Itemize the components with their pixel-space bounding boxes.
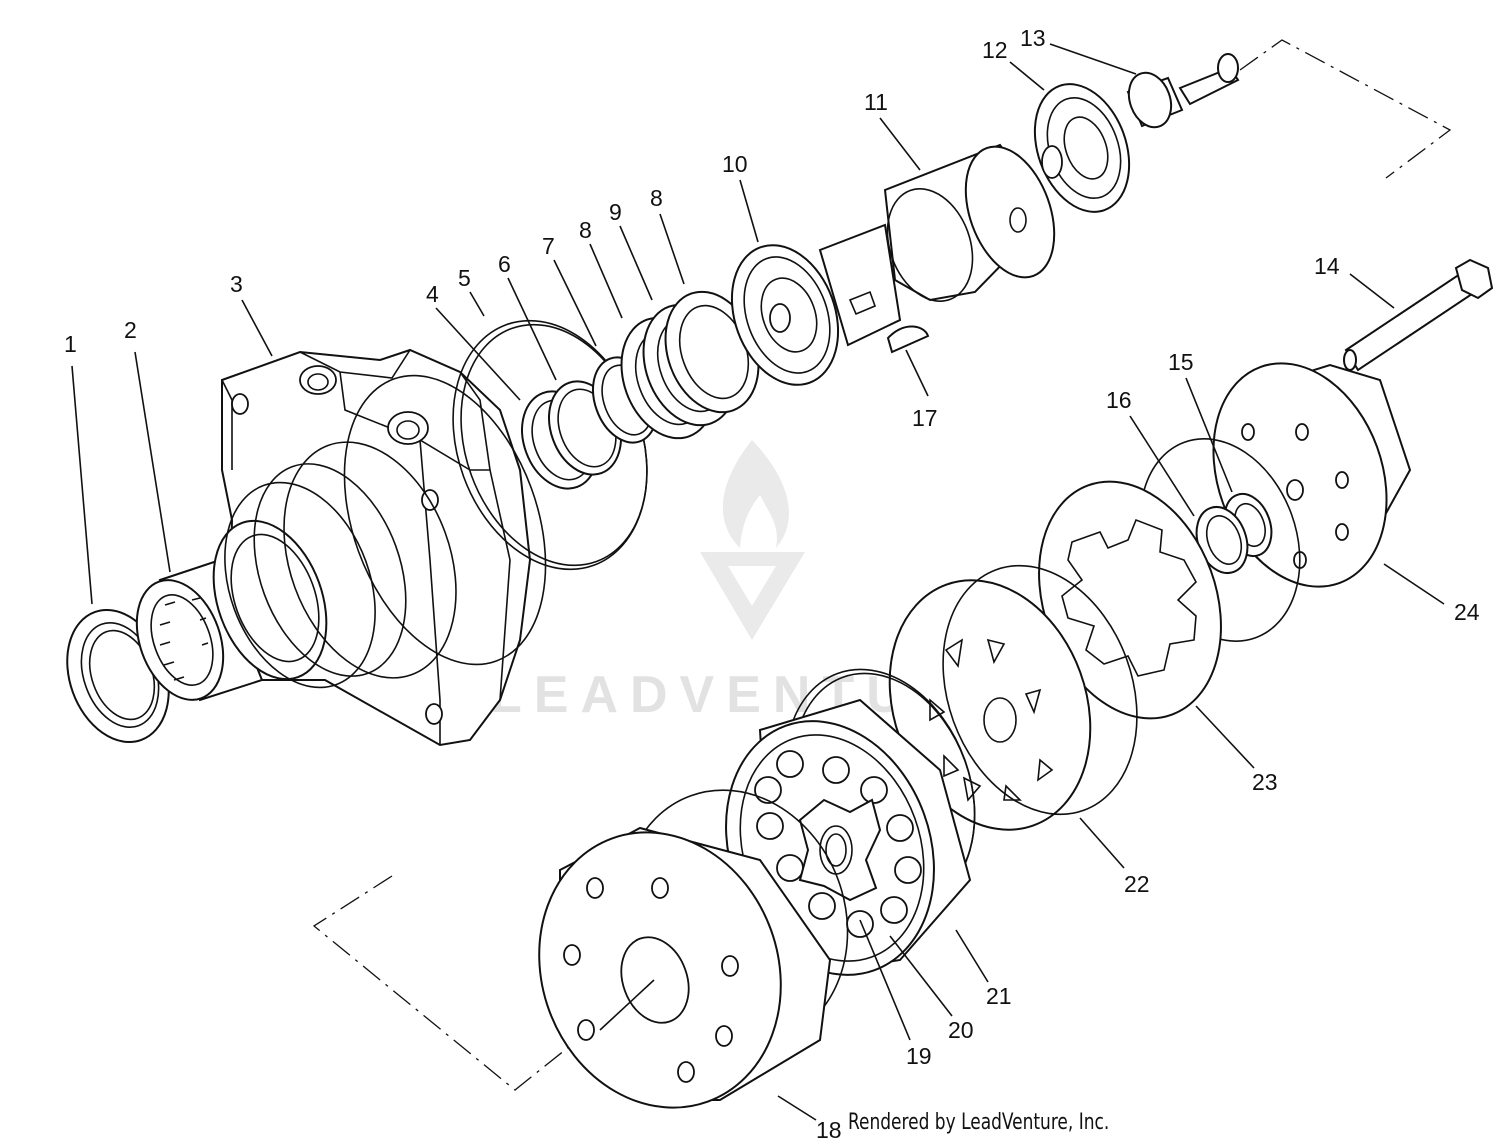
callout-16: 16 [1106,387,1132,413]
watermark-logo [700,440,805,640]
callout-19: 19 [906,1043,932,1069]
callout-11: 11 [864,89,888,115]
leader-lines [71,43,1445,1121]
part-18-end-plate [538,789,849,1109]
callout-20: 20 [948,1017,974,1043]
callout-12: 12 [982,37,1008,63]
callout-23: 23 [1252,769,1278,795]
callout-24: 24 [1454,599,1480,625]
callout-15: 15 [1168,349,1194,375]
callout-22: 22 [1124,871,1150,897]
callout-8b: 8 [650,185,663,211]
callout-13: 13 [1020,25,1046,51]
part-14-bolt [1343,258,1494,372]
part-22-valve-plate [888,564,1138,831]
part-3-housing [212,348,547,747]
callout-7: 7 [542,233,555,259]
part-2-needle-bearing [135,558,264,702]
part-13-drive-link [1126,53,1240,129]
alignment-line-upper [1239,39,1452,179]
callout-9: 9 [609,199,622,225]
callout-2: 2 [124,317,137,343]
callout-6: 6 [498,251,511,277]
part-12-spline-bearing [1033,83,1131,213]
callout-14: 14 [1314,253,1340,279]
part-17-key [886,325,930,354]
callout-labels: 1 2 3 4 5 6 7 8 8 9 10 11 12 13 14 15 16… [64,25,1480,1143]
part-11-shaft [818,143,1056,347]
callout-17: 17 [912,405,938,431]
part-10-thrust-bearing [730,244,840,386]
callout-4: 4 [426,281,439,307]
callout-3: 3 [230,271,243,297]
part-16-seal [1195,506,1249,574]
callout-21: 21 [986,983,1012,1009]
callout-1: 1 [64,331,77,357]
callout-8a: 8 [579,217,592,243]
callout-10: 10 [722,151,748,177]
render-credit: Rendered by LeadVenture, Inc. [848,1110,1110,1135]
callout-5: 5 [458,265,471,291]
callout-18: 18 [816,1117,842,1143]
